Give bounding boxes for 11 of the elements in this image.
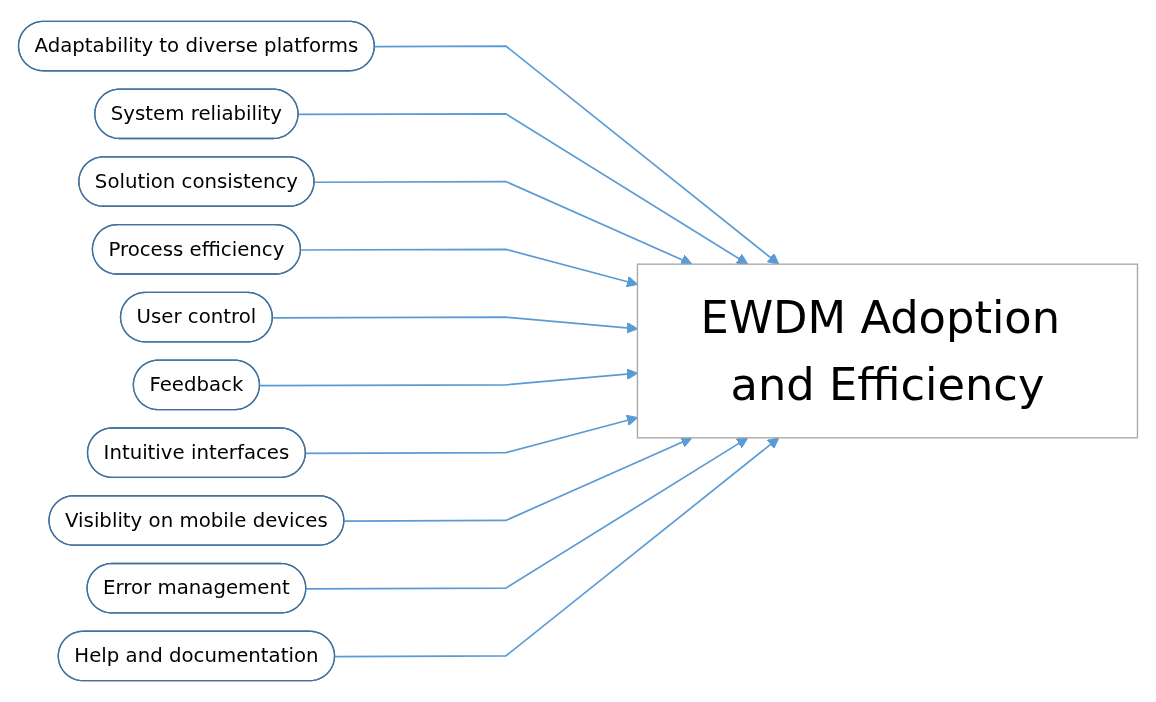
arrow	[297, 112, 749, 265]
arrow	[343, 436, 693, 522]
node-box: EWDM Adoption and Efficiency	[636, 263, 1139, 439]
arrow	[313, 180, 693, 266]
arrow	[259, 368, 638, 387]
arrow	[272, 316, 638, 334]
arrow	[305, 414, 638, 455]
arrow	[305, 437, 749, 590]
arrow	[334, 437, 780, 658]
arrow	[374, 45, 780, 265]
arrow	[300, 248, 638, 288]
